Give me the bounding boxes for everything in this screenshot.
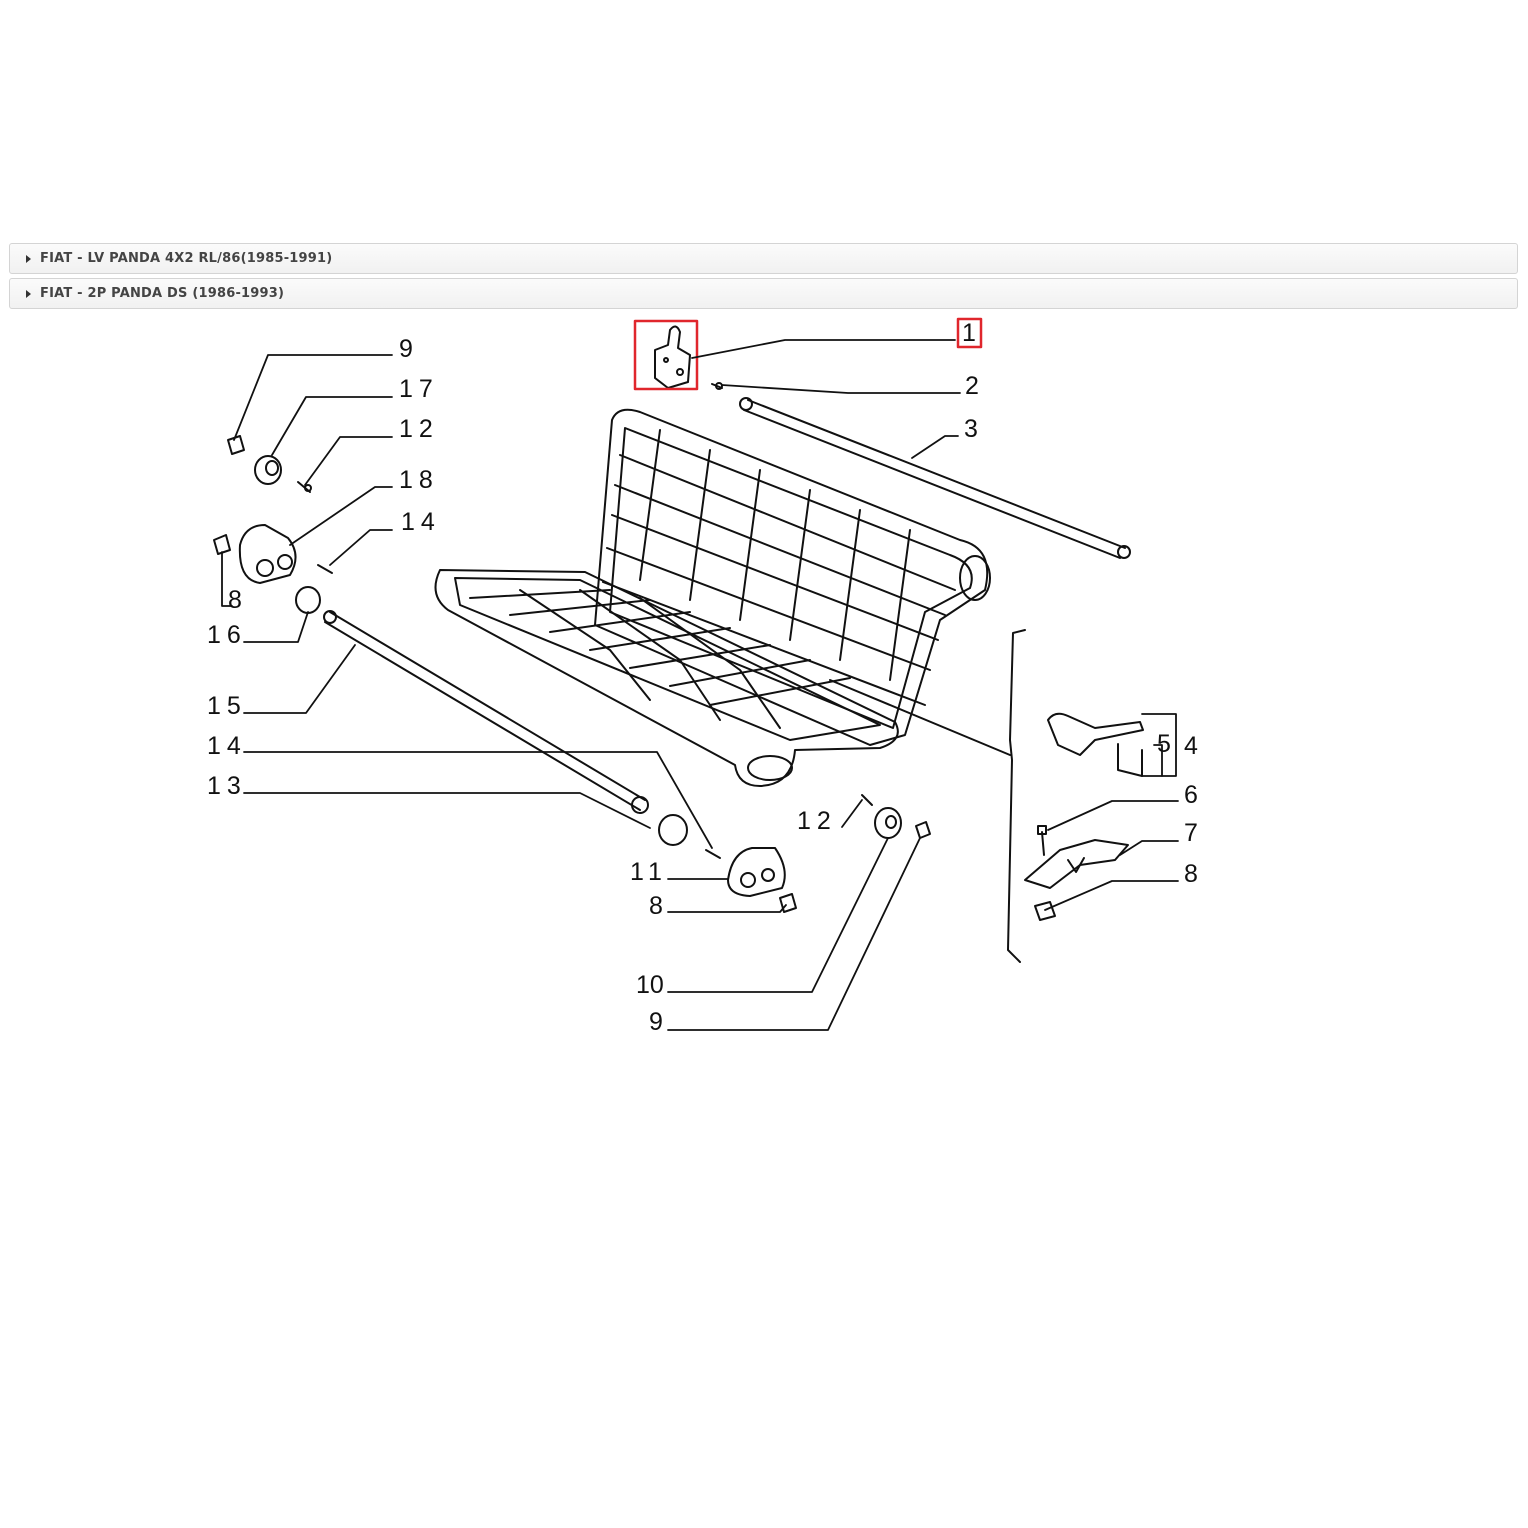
- callout-12-b: 12: [797, 807, 837, 835]
- highlight-box-part: [633, 319, 699, 391]
- callout-6: 6: [1184, 781, 1198, 809]
- callout-13: 13: [207, 772, 247, 800]
- part-13-bushing: [658, 814, 688, 846]
- part-7-plate: [1024, 839, 1129, 889]
- callout-11: 11: [630, 858, 668, 886]
- callout-15: 15: [207, 692, 247, 720]
- part-9-clip-b: [915, 821, 931, 839]
- part-4-bracket: [1047, 712, 1144, 777]
- part-18-plate: [238, 524, 297, 584]
- accordion-label: FIAT - 2P PANDA DS (1986-1993): [40, 286, 285, 301]
- callout-9: 9: [399, 335, 413, 363]
- caret-right-icon: [26, 254, 31, 263]
- part-16-bushing: [295, 586, 321, 614]
- callout-labels: 9 17 12 18 14 8 16 15 14 13 1 2 3 5 4 6 …: [207, 319, 1198, 1036]
- callout-8: 8: [228, 586, 242, 614]
- callout-2: 2: [965, 372, 979, 400]
- part-12-screw-b: [861, 794, 873, 806]
- part-17-bushing: [254, 455, 282, 485]
- rod-3: [739, 397, 1131, 559]
- part-2-screw: [711, 382, 723, 390]
- callout-10: 10: [636, 971, 664, 999]
- part-8-clip-b: [779, 893, 797, 913]
- callout-12: 12: [399, 415, 439, 443]
- part-14-screw: [317, 564, 333, 574]
- accordion-panda-4x2[interactable]: FIAT - LV PANDA 4X2 RL/86(1985-1991): [9, 243, 1518, 274]
- callout-16: 16: [207, 621, 247, 649]
- part-8-clip: [213, 534, 231, 555]
- bracket-line: [1007, 629, 1026, 963]
- part-6-bolt: [1037, 825, 1047, 856]
- callout-1: 1: [962, 319, 976, 347]
- seat-cushion: [434, 569, 899, 787]
- callout-14-b: 14: [207, 732, 247, 760]
- part-10-bushing: [874, 807, 902, 839]
- part-1-hinge: [654, 325, 691, 389]
- highlight-box-label: [956, 317, 983, 349]
- callout-14: 14: [401, 508, 441, 536]
- callout-8-b: 8: [1184, 860, 1198, 888]
- callout-7: 7: [1184, 819, 1198, 847]
- accordion-panda-ds[interactable]: FIAT - 2P PANDA DS (1986-1993): [9, 278, 1518, 309]
- leader-lines: [221, 339, 1179, 1031]
- accordion-label: FIAT - LV PANDA 4X2 RL/86(1985-1991): [40, 251, 333, 266]
- callout-5: 5: [1157, 730, 1171, 758]
- caret-right-icon: [26, 289, 31, 298]
- part-12-screw: [297, 481, 312, 493]
- part-14-screw-b: [705, 849, 721, 859]
- callout-18: 18: [399, 466, 439, 494]
- callout-4: 4: [1184, 732, 1198, 760]
- seat-back: [594, 408, 1011, 756]
- rod-15: [323, 610, 649, 814]
- callout-9-b: 9: [649, 1008, 663, 1036]
- callout-8-c: 8: [649, 892, 663, 920]
- part-8-clip-c: [1034, 901, 1056, 921]
- callout-3: 3: [964, 415, 978, 443]
- part-11-plate: [727, 847, 786, 897]
- callout-17: 17: [399, 375, 439, 403]
- part-9-clip: [227, 435, 245, 455]
